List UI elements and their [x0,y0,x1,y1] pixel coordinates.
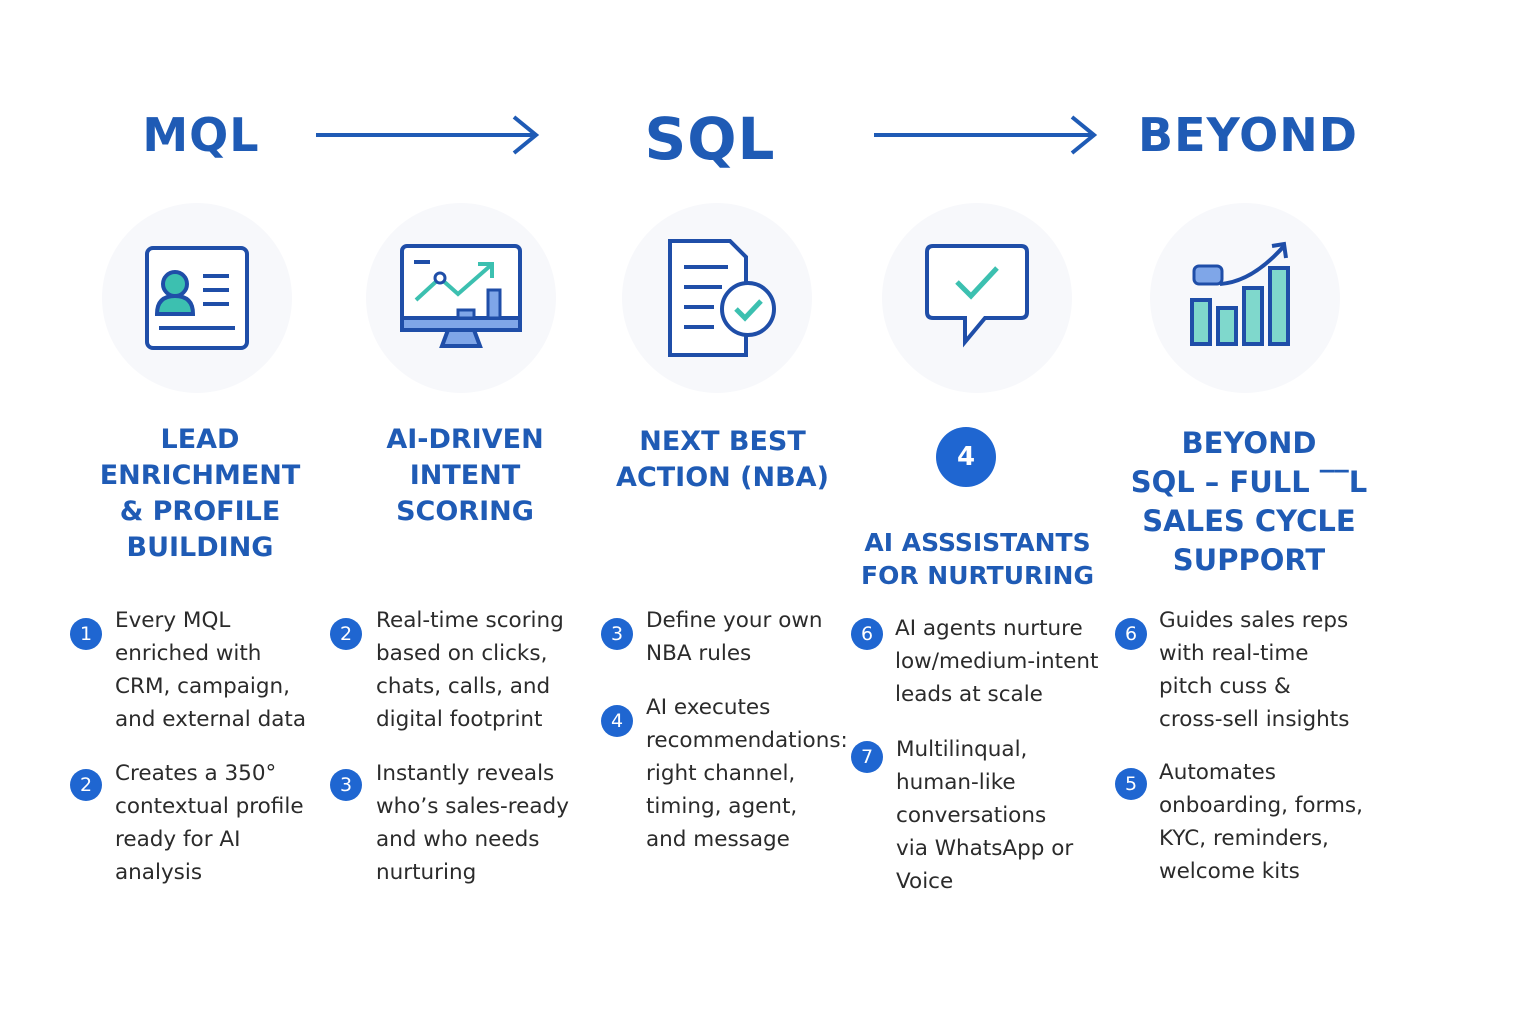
item-text: Automates onboarding, forms, KYC, remind… [1159,760,1363,884]
list-item: 7 Multilinqual, human-like conversations… [851,733,1073,898]
column-title-nba: NEXT BEST ACTION (NBA) [616,426,829,493]
item-text: Guides sales reps with real-time pitch c… [1159,608,1350,732]
icon-circle-intent-scoring [366,203,556,393]
stage-mql: MQL [142,108,260,162]
monitor-chart-icon [400,244,522,348]
step-badge: 6 [1115,618,1147,650]
step-badge: 3 [330,769,362,801]
item-text: Real-time scoring based on clicks, chats… [376,608,564,732]
icon-circle-lead-enrichment [102,203,292,393]
item-text: Define your own NBA rules [646,608,823,666]
step-number-badge: 4 [936,427,996,487]
bar-growth-icon [1190,241,1290,346]
item-text: Every MQL enriched with CRM, campaign, a… [115,608,307,732]
list-item: 1 Every MQL enriched with CRM, campaign,… [70,604,306,736]
icon-circle-nba [622,203,812,393]
chat-check-icon [925,244,1029,348]
item-text: Instantly reveals who’s sales-ready and … [376,761,569,885]
document-check-icon [668,239,776,357]
item-text: Creates a 350° contextual profile ready … [115,761,304,885]
column-title-beyond: BEYOND SQL – FULL ‾‾L SALES CYCLE SUPPOR… [1130,426,1368,577]
step-badge: 5 [1115,768,1147,800]
list-item: 6 Guides sales reps with real-time pitch… [1115,604,1349,736]
step-badge: 7 [851,741,883,773]
stage-sql: SQL [644,105,776,173]
item-text: AI agents nurture low/medium-intent lead… [895,616,1099,707]
list-item: 3 Instantly reveals who’s sales-ready an… [330,757,569,889]
item-text: Multilinqual, human-like conversations v… [896,737,1074,894]
arrow-sql-to-beyond [874,115,1098,155]
step-badge: 4 [601,705,633,737]
column-title-intent-scoring: AI-DRIVEN INTENT SCORING [386,424,544,527]
step-badge: 6 [851,618,883,650]
icon-circle-assistants [882,203,1072,393]
list-item: 6 AI agents nurture low/medium-intent le… [851,612,1098,711]
step-badge: 3 [601,618,633,650]
list-item: 2 Creates a 350° contextual profile read… [70,757,304,889]
step-badge: 2 [330,618,362,650]
icon-circle-beyond [1150,203,1340,393]
step-badge: 2 [70,769,102,801]
profile-card-icon [145,246,249,350]
list-item: 2 Real-time scoring based on clicks, cha… [330,604,564,736]
arrow-mql-to-sql [316,115,540,155]
list-item: 4 AI executes recommendations: right cha… [601,691,848,856]
column-title-assistants: AI ASSSISTANTS FOR NURTURING [861,528,1094,590]
stage-beyond: BEYOND [1138,108,1358,162]
column-title-lead-enrichment: LEAD ENRICHMENT & PROFILE BUILDING [99,424,301,563]
list-item: 3 Define your own NBA rules [601,604,823,670]
step-badge: 1 [70,618,102,650]
item-text: AI executes recommendations: right chann… [646,695,848,852]
list-item: 5 Automates onboarding, forms, KYC, remi… [1115,756,1363,888]
